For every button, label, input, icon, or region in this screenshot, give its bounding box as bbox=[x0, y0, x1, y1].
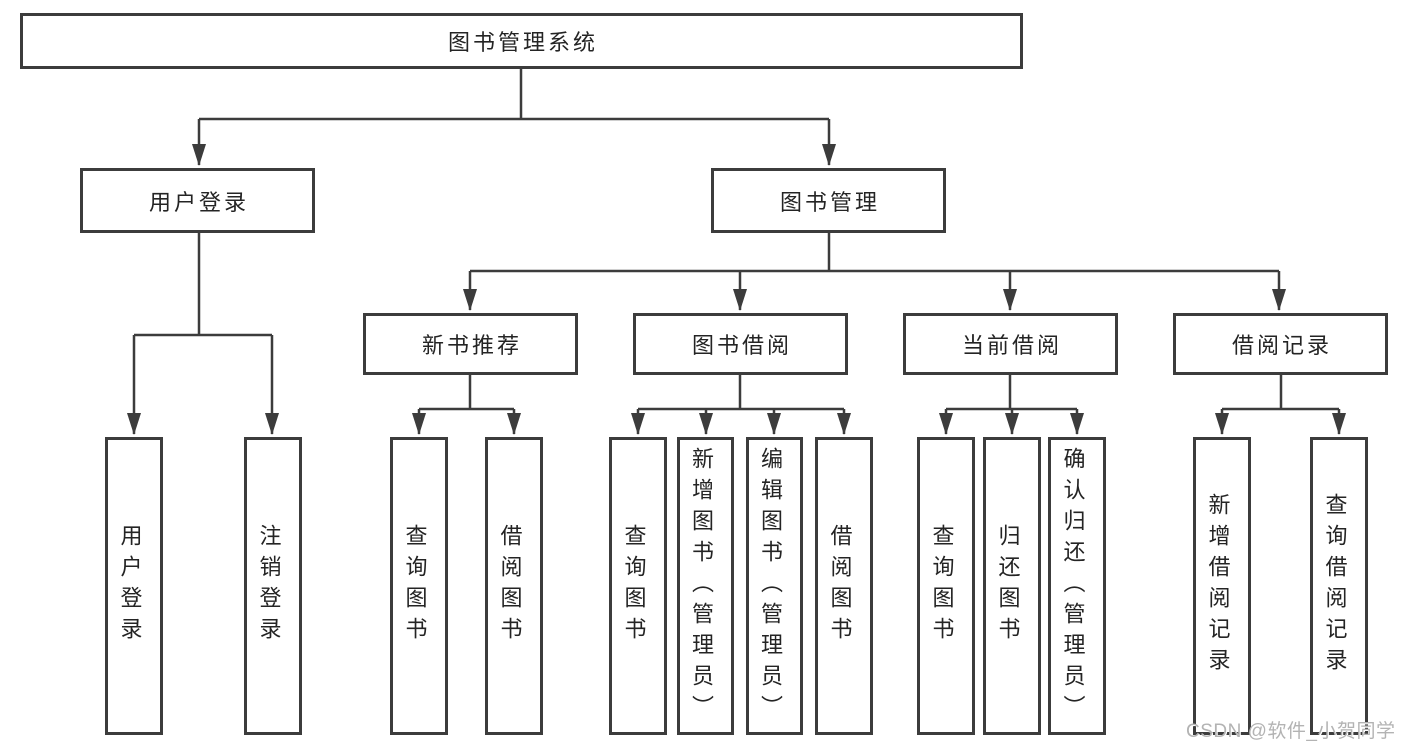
node-user-login: 用户登录 bbox=[80, 168, 315, 233]
connector-borrowing-records-children bbox=[1215, 375, 1346, 435]
node-borrowing-records: 借阅记录 bbox=[1173, 313, 1388, 375]
leaf-add-books-admin: 新增图书（管理员） bbox=[677, 437, 734, 735]
connector-current-borrowing-children bbox=[939, 375, 1084, 435]
leaf-borrow-books-label: 借阅图书 bbox=[827, 524, 853, 648]
leaf-borrow-books-recommend: 借阅图书 bbox=[485, 437, 543, 735]
leaf-query-borrow-record: 查询借阅记录 bbox=[1310, 437, 1368, 735]
node-book-management: 图书管理 bbox=[711, 168, 946, 233]
leaf-logout: 注销登录 bbox=[244, 437, 302, 735]
leaf-add-books-admin-label: 新增图书（管理员） bbox=[689, 446, 714, 726]
leaf-borrow-books-recommend-label: 借阅图书 bbox=[497, 524, 523, 648]
leaf-return-books-label: 归还图书 bbox=[995, 524, 1021, 648]
leaf-query-books-recommend-label: 查询图书 bbox=[402, 524, 428, 648]
leaf-query-books-borrow-label: 查询图书 bbox=[621, 524, 647, 648]
leaf-user-login-label: 用户登录 bbox=[117, 524, 143, 648]
leaf-query-books-current-label: 查询图书 bbox=[929, 524, 955, 648]
leaf-confirm-return-admin: 确认归还（管理员） bbox=[1048, 437, 1106, 735]
leaf-add-borrow-record-label: 新增借阅记录 bbox=[1205, 493, 1231, 679]
node-book-borrowing: 图书借阅 bbox=[633, 313, 848, 375]
leaf-query-books-current: 查询图书 bbox=[917, 437, 975, 735]
node-library-management-system: 图书管理系统 bbox=[20, 13, 1023, 69]
connector-user-login-children bbox=[127, 233, 279, 435]
leaf-logout-label: 注销登录 bbox=[256, 524, 282, 648]
leaf-return-books: 归还图书 bbox=[983, 437, 1041, 735]
leaf-query-borrow-record-label: 查询借阅记录 bbox=[1322, 493, 1348, 679]
leaf-user-login: 用户登录 bbox=[105, 437, 163, 735]
connector-new-book-recommendation-children bbox=[412, 375, 521, 435]
node-new-book-recommendation: 新书推荐 bbox=[363, 313, 578, 375]
leaf-add-borrow-record: 新增借阅记录 bbox=[1193, 437, 1251, 735]
connector-book-borrowing-children bbox=[631, 375, 851, 435]
leaf-edit-books-admin: 编辑图书（管理员） bbox=[746, 437, 803, 735]
leaf-borrow-books: 借阅图书 bbox=[815, 437, 873, 735]
leaf-query-books-recommend: 查询图书 bbox=[390, 437, 448, 735]
leaf-confirm-return-admin-label: 确认归还（管理员） bbox=[1060, 446, 1086, 726]
connector-root-to-level2 bbox=[192, 69, 836, 166]
leaf-query-books-borrow: 查询图书 bbox=[609, 437, 667, 735]
node-current-borrowing: 当前借阅 bbox=[903, 313, 1118, 375]
csdn-watermark: CSDN @软件_小贺同学 bbox=[1186, 721, 1396, 742]
leaf-edit-books-admin-label: 编辑图书（管理员） bbox=[758, 446, 783, 726]
connector-book-management-children bbox=[463, 233, 1286, 311]
